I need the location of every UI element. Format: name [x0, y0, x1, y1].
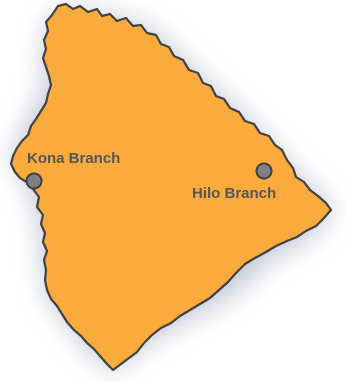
branch-hilo[interactable]: Hilo Branch — [192, 162, 276, 203]
branch-kona[interactable]: Kona Branch — [25, 150, 121, 190]
hawaii-island-shape — [9, 2, 333, 372]
branch-label: Hilo Branch — [192, 185, 276, 202]
branch-label: Kona Branch — [27, 150, 120, 167]
branch-marker[interactable] — [255, 162, 273, 180]
branch-marker[interactable] — [25, 172, 43, 190]
